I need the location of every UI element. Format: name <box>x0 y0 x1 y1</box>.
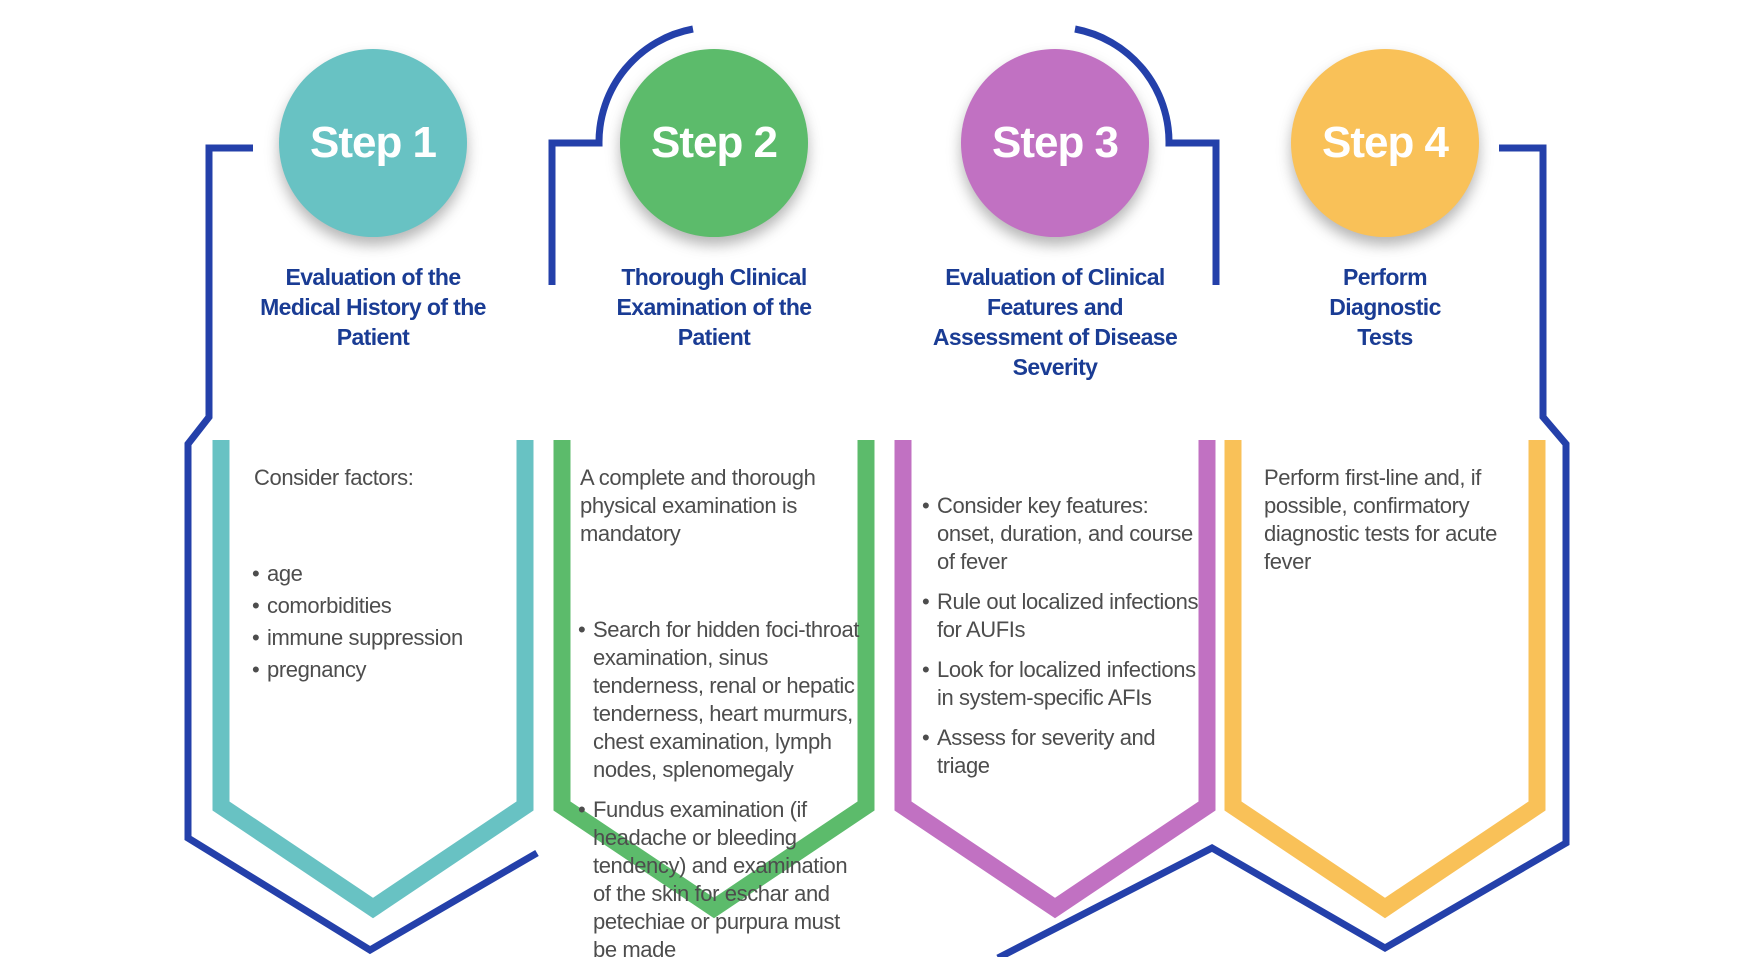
bullet-dot: • <box>922 657 930 682</box>
bullet-text: Look for localized infections in system-… <box>937 657 1196 710</box>
bullet-text: age <box>267 561 303 586</box>
step-1-label: Step 1 <box>309 118 437 167</box>
bullet-text: comorbidities <box>267 593 392 618</box>
step-4-body: Perform first-line and, if possible, con… <box>1262 408 1532 700</box>
step-2-body: A complete and thorough physical examina… <box>578 408 859 957</box>
bullet-dot: • <box>252 625 260 650</box>
bullet-item: • immune suppression <box>252 624 512 652</box>
step-1-circle <box>279 49 467 237</box>
bullet-dot: • <box>922 725 930 750</box>
bullet-item: • Rule out localized infections for AUFIs <box>922 588 1202 644</box>
step-1-intro: Consider factors: <box>254 465 414 490</box>
step-2-label: Step 2 <box>650 118 778 167</box>
step-2-intro: A complete and thorough physical examina… <box>580 465 816 546</box>
step-1-connector-line <box>184 144 539 955</box>
step-4-ribbon <box>1224 440 1546 919</box>
bullet-item: • Assess for severity and triage <box>922 724 1202 780</box>
bullet-dot: • <box>578 617 586 642</box>
bullet-item: • pregnancy <box>252 656 512 684</box>
bullet-dot: • <box>252 593 260 618</box>
step-3-body: • Consider key features: onset, duration,… <box>922 408 1202 848</box>
step-2-connector-line <box>548 25 694 285</box>
bullet-text: Assess for severity and triage <box>937 725 1156 778</box>
bullet-dot: • <box>252 561 260 586</box>
step-1-body: Consider factors: • age • comorbidities • imm… <box>252 408 512 744</box>
step-2-ribbon <box>553 440 875 919</box>
bullet-item: • Fundus examination (if headache or blee… <box>578 796 853 957</box>
bullet-text: Fundus examination (if headache or bleed… <box>593 797 848 957</box>
step-4-intro: Perform first-line and, if possible, con… <box>1264 465 1497 574</box>
bullet-dot: • <box>922 493 930 518</box>
step-4-title: Perform Diagnostic Tests <box>1329 264 1441 350</box>
bullet-item: • age <box>252 560 512 588</box>
step-1-title: Evaluation of the Medical History of the… <box>260 264 486 350</box>
bullet-text: Search for hidden foci-throat examinatio… <box>593 617 859 782</box>
bullet-item: • comorbidities <box>252 592 512 620</box>
step-3-label: Step 3 <box>991 118 1119 167</box>
bullet-dot: • <box>252 657 260 682</box>
step-3-circle <box>961 49 1149 237</box>
bullet-dot: • <box>922 589 930 614</box>
bullet-text: Rule out localized infections for AUFIs <box>937 589 1199 642</box>
step-1-ribbon <box>212 440 534 919</box>
step-3-title: Evaluation of Clinical Features and Asse… <box>932 264 1178 380</box>
bullet-text: pregnancy <box>267 657 367 682</box>
bullet-item: • Search for hidden foci-throat examinati… <box>578 616 859 784</box>
bullet-item: • Consider key features: onset, duration,… <box>922 492 1202 576</box>
step-1-bullet-list: • age • comorbidities • immune suppression • pr… <box>252 560 512 684</box>
step-2-bullet-list: • Search for hidden foci-throat examinati… <box>578 616 859 957</box>
step-3-connector-line <box>1074 25 1220 285</box>
step-2-circle <box>620 49 808 237</box>
step-4-label: Step 4 <box>1321 118 1449 167</box>
step-3-ribbon <box>894 440 1216 919</box>
step-4-circle <box>1291 49 1479 237</box>
bullet-dot: • <box>578 797 586 822</box>
bullet-text: Consider key features: onset, duration, … <box>937 493 1193 574</box>
bullet-text: immune suppression <box>267 625 463 650</box>
bullet-item: • Look for localized infections in system… <box>922 656 1202 712</box>
step-3-bullet-list: • Consider key features: onset, duration,… <box>922 492 1202 780</box>
step-2-title: Thorough Clinical Examination of the Pat… <box>616 264 813 350</box>
step-4-connector-line <box>996 144 1570 957</box>
